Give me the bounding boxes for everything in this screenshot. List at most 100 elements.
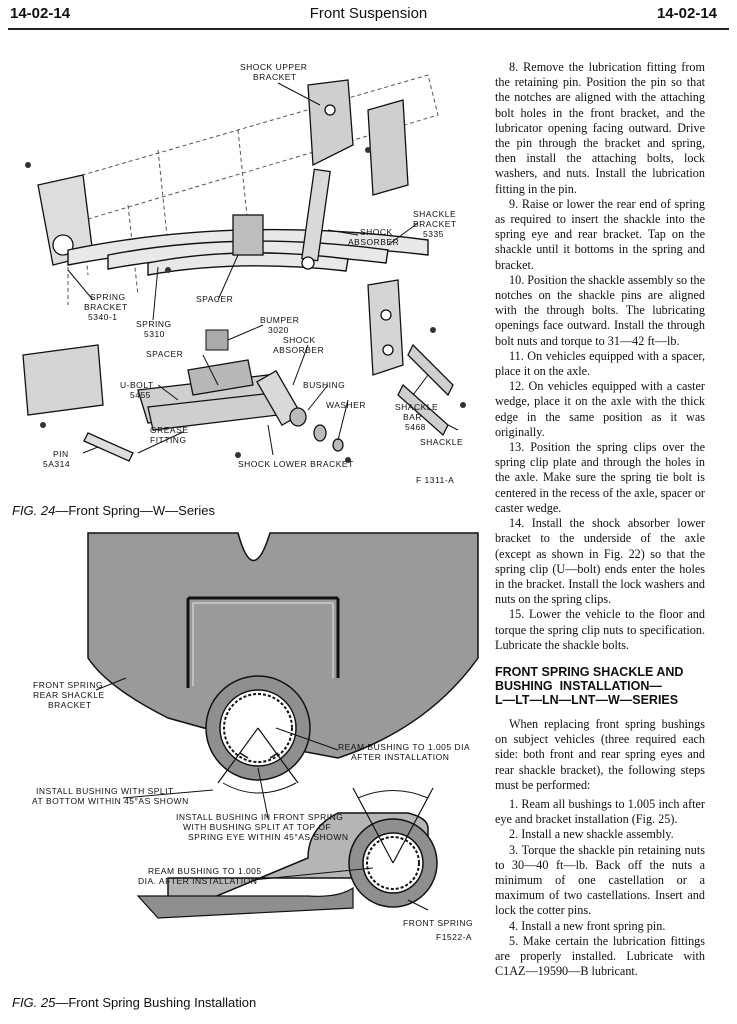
step-paragraph: 2. Install a new shackle assembly.: [495, 827, 705, 842]
label-shackle: SHACKLE: [420, 437, 463, 447]
section-heading-line-1: FRONT SPRING SHACKLE AND: [495, 664, 684, 679]
figure-25-number: FIG. 25: [12, 995, 56, 1010]
step-paragraph: 5. Make certain the lubrication fittings…: [495, 934, 705, 980]
label-install-front-1: INSTALL BUSHING IN FRONT SPRING: [176, 812, 343, 822]
step-text: Raise or lower the rear end of spring as…: [495, 196, 705, 272]
step-text: Position the shackle assembly so the not…: [495, 272, 705, 348]
label-ream-dia-1: REAM BUSHING TO 1.005: [148, 866, 262, 876]
label-shock-upper-bracket-1: SHOCK UPPER: [240, 62, 307, 72]
label-install-split-bottom-1: INSTALL BUSHING WITH SPLIT: [36, 786, 174, 796]
label-shackle-bar-3: 5468: [405, 422, 426, 432]
step-number: 10.: [509, 272, 525, 287]
label-ream-after-2: AFTER INSTALLATION: [351, 752, 449, 762]
label-install-front-2: WITH BUSHING SPLIT AT TOP OF: [183, 822, 331, 832]
page-header: 14-02-14 Front Suspension 14-02-14: [0, 0, 737, 30]
label-ubolt-1: U-BOLT: [120, 380, 154, 390]
bushing-installation-steps: 1. Ream all bushings to 1.005 inch after…: [495, 797, 705, 979]
step-number: 11.: [509, 348, 524, 363]
header-rule: [8, 28, 729, 30]
step-paragraph: 10. Position the shackle assembly so the…: [495, 273, 705, 349]
label-spring-bracket-3: 5340-1: [88, 312, 117, 322]
label-spring-bracket-1: SPRING: [90, 292, 126, 302]
figure-24-id: F 1311-A: [416, 475, 454, 485]
step-text: On vehicles equipped with a spacer, plac…: [495, 348, 706, 379]
figure-25-id: F1522-A: [436, 932, 472, 942]
step-number: 5.: [509, 933, 519, 948]
label-ubolt-2: 5455: [130, 390, 151, 400]
label-install-split-bottom-2: AT BOTTOM WITHIN 45°AS SHOWN: [32, 796, 189, 806]
label-washer: WASHER: [326, 400, 366, 410]
step-paragraph: 1. Ream all bushings to 1.005 inch after…: [495, 797, 705, 827]
label-bumper-2: 3020: [268, 325, 289, 335]
page-title: Front Suspension: [309, 5, 428, 22]
step-number: 3.: [509, 842, 519, 857]
step-text: Install a new shackle assembly.: [521, 827, 674, 842]
label-ream-dia-2: DIA. AFTER INSTALLATION: [138, 876, 257, 886]
label-shackle-bracket-2: BRACKET: [413, 219, 457, 229]
section-heading-line-3: L—LT—LN—LNT—W—SERIES: [495, 692, 679, 707]
label-spring-1: SPRING: [136, 319, 172, 329]
step-text: On vehicles equipped with a caster wedge…: [495, 379, 705, 439]
page-number-left: 14-02-14: [10, 5, 71, 22]
step-number: 13.: [509, 440, 525, 455]
label-shock-absorber-b2: ABSORBER: [273, 345, 324, 355]
step-number: 1.: [509, 796, 519, 811]
figure-24-title: —Front Spring—W—Series: [55, 503, 216, 518]
label-shock-absorber-2: ABSORBER: [348, 237, 399, 247]
label-spacer-lower: SPACER: [146, 349, 183, 359]
label-shackle-bracket-1: SHACKLE: [413, 209, 456, 219]
section-intro: When replacing front spring bushings on …: [495, 716, 705, 792]
figure-24: SHOCK UPPER BRACKET SHACKLE BRACKET 5335…: [8, 55, 488, 495]
figure-24-number: FIG. 24: [12, 503, 56, 518]
label-ream-after-1: REAM BUSHING TO 1.005 DIA: [338, 742, 470, 752]
page-number-right: 14-02-14: [656, 5, 717, 22]
step-paragraph: 12. On vehicles equipped with a caster w…: [495, 379, 705, 440]
step-paragraph: 15. Lower the vehicle to the floor and t…: [495, 607, 705, 653]
label-bumper-1: BUMPER: [260, 315, 299, 325]
step-text: Position the spring clips over the sprin…: [495, 440, 705, 515]
label-shock-lower-bracket: SHOCK LOWER BRACKET: [238, 459, 354, 469]
label-bushing: BUSHING: [303, 380, 345, 390]
step-number: 2.: [509, 827, 519, 842]
label-front-spring-rear-1: FRONT SPRING: [33, 680, 103, 690]
label-pin-1: PIN: [53, 449, 69, 459]
label-shock-absorber-b1: SHOCK: [283, 335, 316, 345]
section-heading-line-2: BUSHING INSTALLATION—: [495, 678, 662, 693]
step-paragraph: 11. On vehicles equipped with a spacer, …: [495, 349, 705, 379]
step-text: Install a new front spring pin.: [521, 918, 666, 933]
step-text: Make certain the lubrication fittings ar…: [495, 933, 705, 979]
front-spring-exploded-illustration: SHOCK UPPER BRACKET SHACKLE BRACKET 5335…: [22, 62, 466, 485]
figure-25: FRONT SPRING REAR SHACKLE BRACKET REAM B…: [8, 528, 488, 988]
label-pin-2: 5A314: [43, 459, 70, 469]
step-paragraph: 9. Raise or lower the rear end of spring…: [495, 197, 705, 273]
step-paragraph: 14. Install the shock absorber lower bra…: [495, 516, 705, 607]
label-front-spring-rear-2: REAR SHACKLE: [33, 690, 105, 700]
step-text: Ream all bushings to 1.005 inch after ey…: [495, 796, 705, 827]
figure-24-caption: FIG. 24—Front Spring—W—Series: [12, 503, 215, 518]
label-spring-bracket-2: BRACKET: [84, 302, 128, 312]
label-grease-fitting-2: FITTING: [150, 435, 187, 445]
label-shock-absorber-1: SHOCK: [360, 227, 393, 237]
text-column: 8. Remove the lubrication fitting from t…: [495, 60, 705, 979]
rear-shackle-bracket: [87, 532, 479, 759]
step-text: Lower the vehicle to the floor and torqu…: [495, 607, 705, 652]
step-number: 4.: [509, 918, 519, 933]
step-number: 14.: [509, 516, 525, 531]
step-paragraph: 3. Torque the shackle pin retaining nuts…: [495, 843, 705, 919]
label-spacer-upper: SPACER: [196, 294, 233, 304]
label-shackle-bar-1: SHACKLE: [395, 402, 438, 412]
step-number: 12.: [509, 379, 525, 394]
step-paragraph: 4. Install a new front spring pin.: [495, 919, 705, 934]
label-install-front-3: SPRING EYE WITHIN 45°AS SHOWN: [188, 832, 349, 842]
figure-25-title: —Front Spring Bushing Installation: [55, 995, 257, 1010]
section-heading: FRONT SPRING SHACKLE AND BUSHING INSTALL…: [495, 665, 705, 707]
label-shackle-bar-2: BAR: [403, 412, 422, 422]
step-number: 15.: [509, 607, 525, 622]
label-spring-2: 5310: [144, 329, 165, 339]
step-text: Torque the shackle pin retaining nuts to…: [495, 842, 706, 918]
figure-25-caption: FIG. 25—Front Spring Bushing Installatio…: [12, 995, 256, 1010]
procedure-steps-continued: 8. Remove the lubrication fitting from t…: [495, 60, 705, 653]
label-front-spring: FRONT SPRING: [403, 918, 473, 928]
label-grease-fitting-1: GREASE: [150, 425, 188, 435]
label-shock-upper-bracket-2: BRACKET: [253, 72, 297, 82]
